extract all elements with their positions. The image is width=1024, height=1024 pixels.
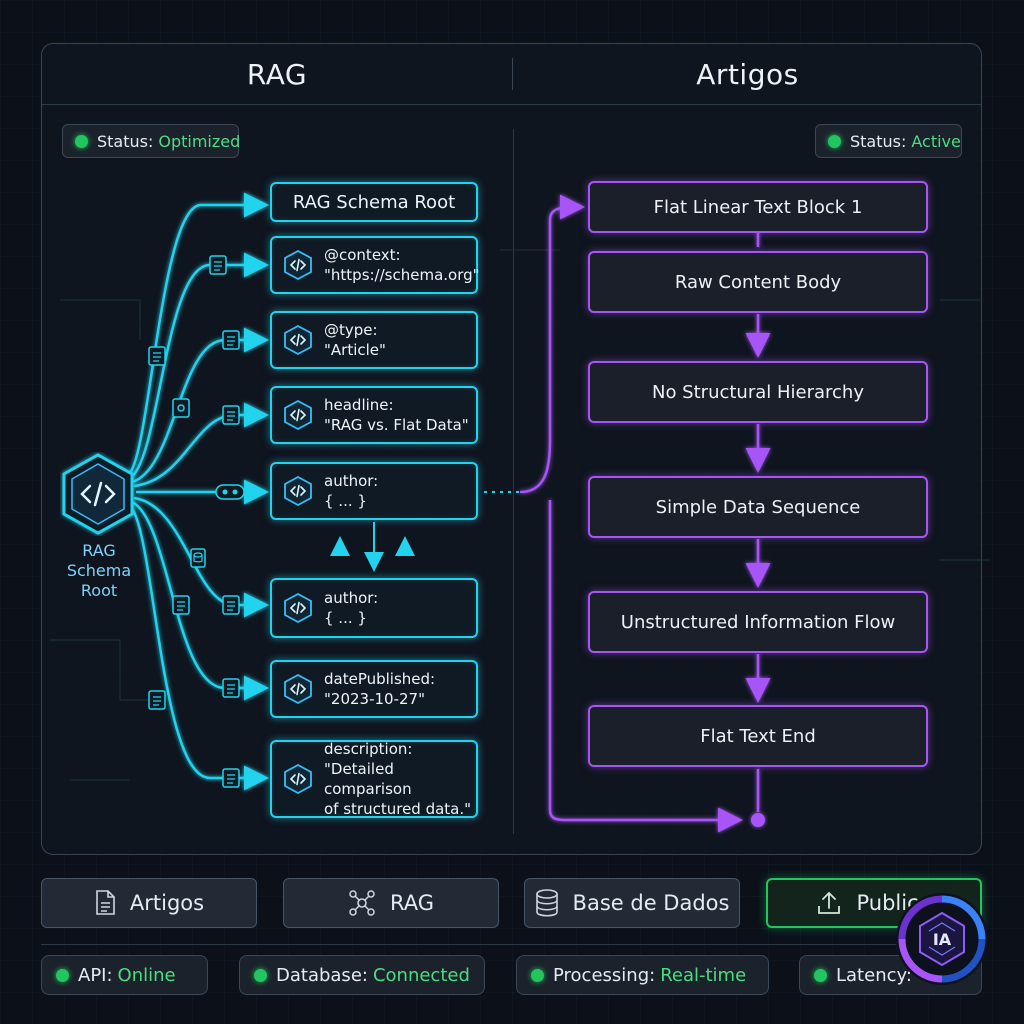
node-context[interactable]: @context: "https://schema.org" [270, 236, 480, 294]
file-icon [222, 330, 240, 350]
header-title-artigos: Artigos [696, 58, 799, 91]
status-value: Optimized [158, 131, 241, 151]
code-hex-icon [284, 249, 312, 281]
node-key: author: [324, 472, 379, 490]
node-author-2[interactable]: author: { ... } [270, 578, 478, 638]
code-hex-icon [284, 673, 312, 705]
ia-badge[interactable]: IA [896, 893, 988, 985]
status-dot-icon [254, 968, 267, 982]
button-label: RAG [389, 891, 434, 915]
node-key: description: [324, 740, 413, 758]
code-hex-icon [284, 592, 312, 624]
status-dot-icon [828, 134, 841, 148]
flat-block-3[interactable]: No Structural Hierarchy [588, 361, 928, 423]
node-value: "Article" [324, 341, 386, 359]
ia-badge-text: IA [933, 930, 952, 949]
node-author-1[interactable]: author: { ... } [270, 462, 478, 520]
status-label: Status: [97, 131, 154, 151]
column-divider [513, 129, 514, 834]
base-de-dados-button[interactable]: Base de Dados [524, 878, 740, 928]
network-icon [349, 890, 375, 916]
status-value: Connected [372, 964, 470, 986]
database-mini-icon [190, 548, 206, 568]
status-dot-icon [75, 134, 88, 148]
header-divider [512, 58, 513, 90]
schema-root-hex-icon [62, 453, 134, 535]
code-hex-icon [284, 399, 312, 431]
file-icon [148, 690, 166, 710]
document-icon [96, 890, 115, 915]
processing-status: Processing: Real-time [516, 955, 769, 995]
status-label: Database: [276, 964, 368, 986]
panel-header: RAG Artigos [42, 44, 981, 105]
database-icon [535, 889, 558, 917]
node-value: { ... } [324, 609, 367, 627]
status-label: Latency: [836, 964, 912, 986]
footer-divider [41, 944, 982, 945]
status-dot-icon [56, 968, 69, 982]
code-hex-icon [284, 763, 312, 795]
artigos-button[interactable]: Artigos [41, 878, 257, 928]
rag-schema-root-node[interactable]: RAG Schema Root [270, 182, 478, 222]
status-label: Status: [850, 131, 907, 151]
root-label-line: RAG [82, 541, 116, 560]
status-value: Online [117, 964, 176, 986]
button-label: Base de Dados [572, 891, 730, 915]
status-dot-icon [814, 968, 827, 982]
node-headline[interactable]: headline: "RAG vs. Flat Data" [270, 386, 478, 444]
node-value: { ... } [324, 492, 367, 510]
status-label: API: [78, 964, 113, 986]
node-value: "2023-10-27" [324, 690, 425, 708]
node-value: "https://schema.org" [324, 266, 480, 284]
flat-block-6[interactable]: Flat Text End [588, 705, 928, 767]
flat-block-2[interactable]: Raw Content Body [588, 251, 928, 313]
link-capsule-icon [215, 484, 245, 500]
database-status: Database: Connected [239, 955, 485, 995]
status-value: Real-time [660, 964, 747, 986]
node-label: RAG Schema Root [292, 191, 456, 213]
root-label-line: Schema [66, 561, 132, 580]
button-label: Artigos [129, 891, 205, 915]
root-label: RAG Schema Root [56, 541, 142, 601]
api-status: API: Online [41, 955, 208, 995]
flat-block-4[interactable]: Simple Data Sequence [588, 476, 928, 538]
node-type[interactable]: @type: "Article" [270, 311, 478, 369]
node-key: @context: [324, 246, 401, 264]
file-icon [222, 678, 240, 698]
node-key: author: [324, 589, 379, 607]
node-value: of structured data." [324, 800, 472, 818]
code-hex-icon [284, 324, 312, 356]
node-value: "RAG vs. Flat Data" [324, 416, 469, 434]
rag-button[interactable]: RAG [283, 878, 499, 928]
upload-icon [818, 891, 841, 914]
file-icon [209, 255, 227, 275]
node-date-published[interactable]: datePublished: "2023-10-27" [270, 660, 478, 718]
node-key: @type: [324, 321, 378, 339]
file-icon [222, 595, 240, 615]
root-label-line: Root [80, 581, 118, 600]
status-value: Active [911, 131, 961, 151]
node-key: datePublished: [324, 670, 436, 688]
status-dot-icon [531, 968, 544, 982]
file-icon [148, 346, 166, 366]
file-icon [172, 595, 190, 615]
flat-block-5[interactable]: Unstructured Information Flow [588, 591, 928, 653]
node-value: "Detailed comparison [324, 760, 412, 798]
file-icon [222, 768, 240, 788]
node-description[interactable]: description: "Detailed comparison of str… [270, 740, 478, 818]
status-badge-right: Status: Active [815, 124, 962, 158]
header-title-rag: RAG [246, 58, 308, 91]
gear-icon [172, 398, 190, 418]
ia-badge-icon: IA [898, 895, 986, 983]
node-key: headline: [324, 396, 394, 414]
flat-block-1[interactable]: Flat Linear Text Block 1 [588, 181, 928, 233]
file-icon [222, 405, 240, 425]
status-badge-left: Status: Optimized [62, 124, 241, 158]
status-label: Processing: [553, 964, 656, 986]
code-hex-icon [284, 475, 312, 507]
